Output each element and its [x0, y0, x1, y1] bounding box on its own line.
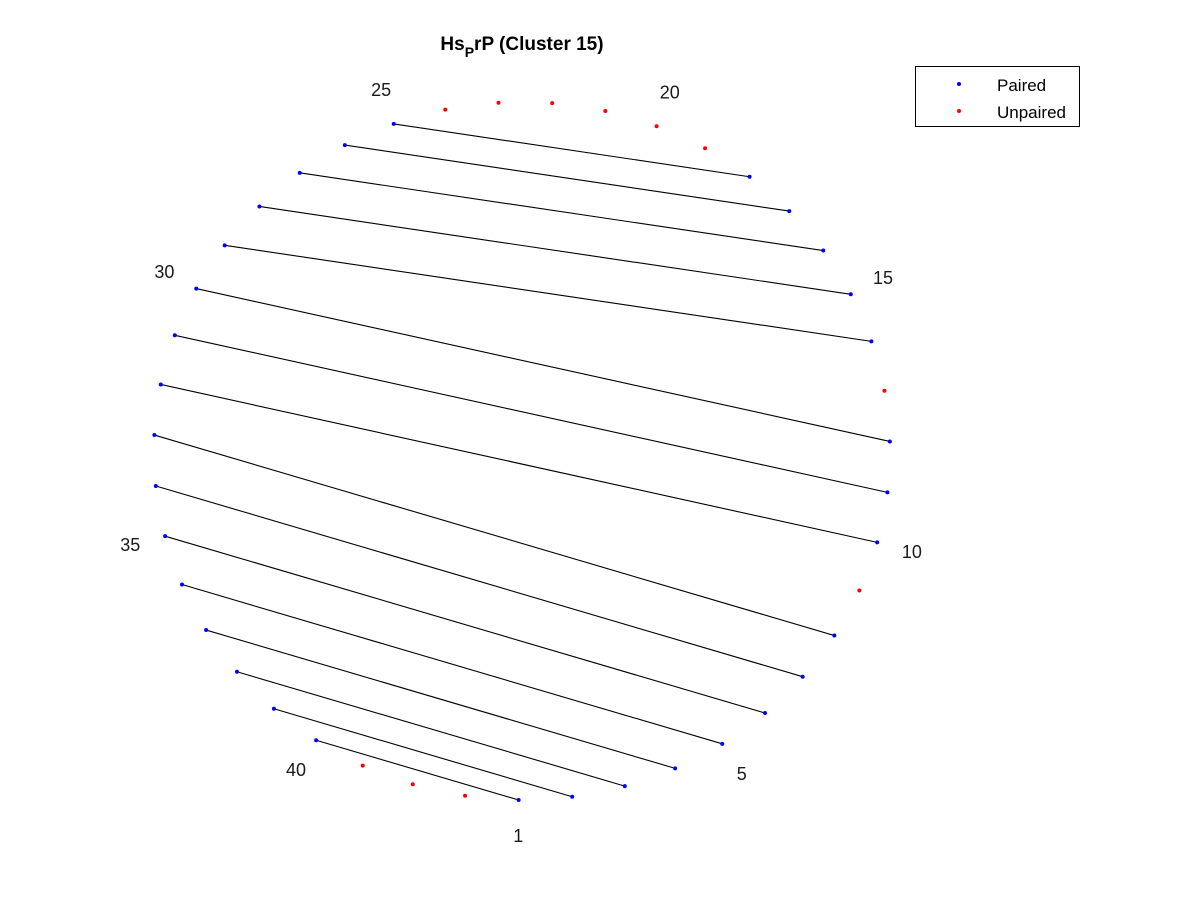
- paired-point-36: [180, 582, 185, 587]
- unpaired-point-21: [603, 109, 608, 114]
- index-label-40: 40: [286, 760, 306, 780]
- chart-title-subscript: P: [465, 44, 474, 60]
- pair-line-18-25: [393, 123, 750, 178]
- unpaired-point-22: [550, 101, 555, 106]
- paired-point-27: [297, 170, 302, 175]
- pair-line-12-30: [196, 288, 890, 443]
- legend: Paired Unpaired: [915, 66, 1080, 127]
- paired-point-5: [720, 741, 725, 746]
- unpaired-point-43: [463, 793, 468, 798]
- pair-line-3-38: [236, 671, 625, 787]
- legend-label-paired: Paired: [997, 76, 1046, 95]
- unpaired-point-24: [443, 107, 448, 112]
- legend-box: [915, 66, 1080, 127]
- unpaired-point-19: [703, 146, 708, 151]
- chart-title-main: Hs: [440, 34, 464, 55]
- index-label-1: 1: [513, 826, 523, 846]
- index-label-10: 10: [902, 542, 922, 562]
- index-label-15: 15: [873, 268, 893, 288]
- paired-point-26: [342, 143, 347, 148]
- paired-point-14: [869, 339, 874, 344]
- paired-point-2: [570, 794, 575, 799]
- unpaired-point-20: [654, 124, 659, 129]
- paired-point-17: [787, 209, 792, 214]
- paired-point-34: [153, 483, 158, 488]
- pair-line-14-29: [224, 244, 872, 342]
- pair-lines: [154, 123, 890, 801]
- paired-point-32: [158, 382, 163, 387]
- paired-point-29: [222, 243, 227, 248]
- index-label-25: 25: [371, 80, 391, 100]
- paired-point-1: [516, 797, 521, 802]
- paired-point-16: [821, 248, 826, 253]
- unpaired-point-42: [410, 782, 415, 787]
- pair-line-15-28: [259, 205, 851, 295]
- paired-point-40: [314, 738, 319, 743]
- pair-line-8-33: [154, 434, 835, 637]
- index-label-35: 35: [120, 535, 140, 555]
- paired-point-7: [800, 674, 805, 679]
- paired-point-28: [257, 204, 262, 209]
- index-label-5: 5: [737, 764, 747, 784]
- paired-point-10: [875, 540, 880, 545]
- paired-point-15: [848, 292, 853, 297]
- paired-point-11: [885, 490, 890, 495]
- pair-line-5-36: [181, 584, 723, 745]
- unpaired-point-23: [496, 100, 501, 105]
- paired-point-30: [194, 286, 199, 291]
- index-label-20: 20: [660, 83, 680, 103]
- pair-line-2-39: [273, 708, 573, 798]
- paired-point-33: [152, 433, 157, 438]
- unpaired-point-13: [882, 388, 887, 393]
- legend-marker-unpaired: [957, 109, 961, 113]
- index-label-30: 30: [154, 262, 174, 282]
- legend-marker-paired: [957, 82, 961, 86]
- pair-line-7-34: [155, 485, 803, 678]
- chart-title: HsPrP (Cluster 15): [440, 34, 603, 60]
- pair-line-10-32: [160, 383, 878, 543]
- chart-title-rest: rP (Cluster 15): [474, 34, 604, 55]
- pair-line-6-35: [164, 535, 766, 714]
- paired-point-25: [391, 121, 396, 126]
- pair-line-11-31: [174, 334, 888, 493]
- paired-point-38: [234, 669, 239, 674]
- pair-line-17-26: [344, 144, 790, 212]
- paired-point-18: [747, 174, 752, 179]
- paired-point-8: [832, 633, 837, 638]
- paired-point-31: [172, 333, 177, 338]
- paired-point-4: [673, 766, 678, 771]
- unpaired-point-41: [360, 763, 365, 768]
- pair-line-16-27: [299, 172, 824, 252]
- paired-point-3: [622, 784, 627, 789]
- legend-label-unpaired: Unpaired: [997, 103, 1066, 122]
- pair-line-4-37: [205, 629, 676, 769]
- paired-point-37: [204, 628, 209, 633]
- paired-point-12: [887, 439, 892, 444]
- paired-point-35: [163, 534, 168, 539]
- points: [152, 100, 892, 802]
- paired-point-6: [763, 711, 768, 716]
- unpaired-point-9: [857, 588, 862, 593]
- paired-point-39: [271, 706, 276, 711]
- pair-line-1-40: [315, 739, 519, 801]
